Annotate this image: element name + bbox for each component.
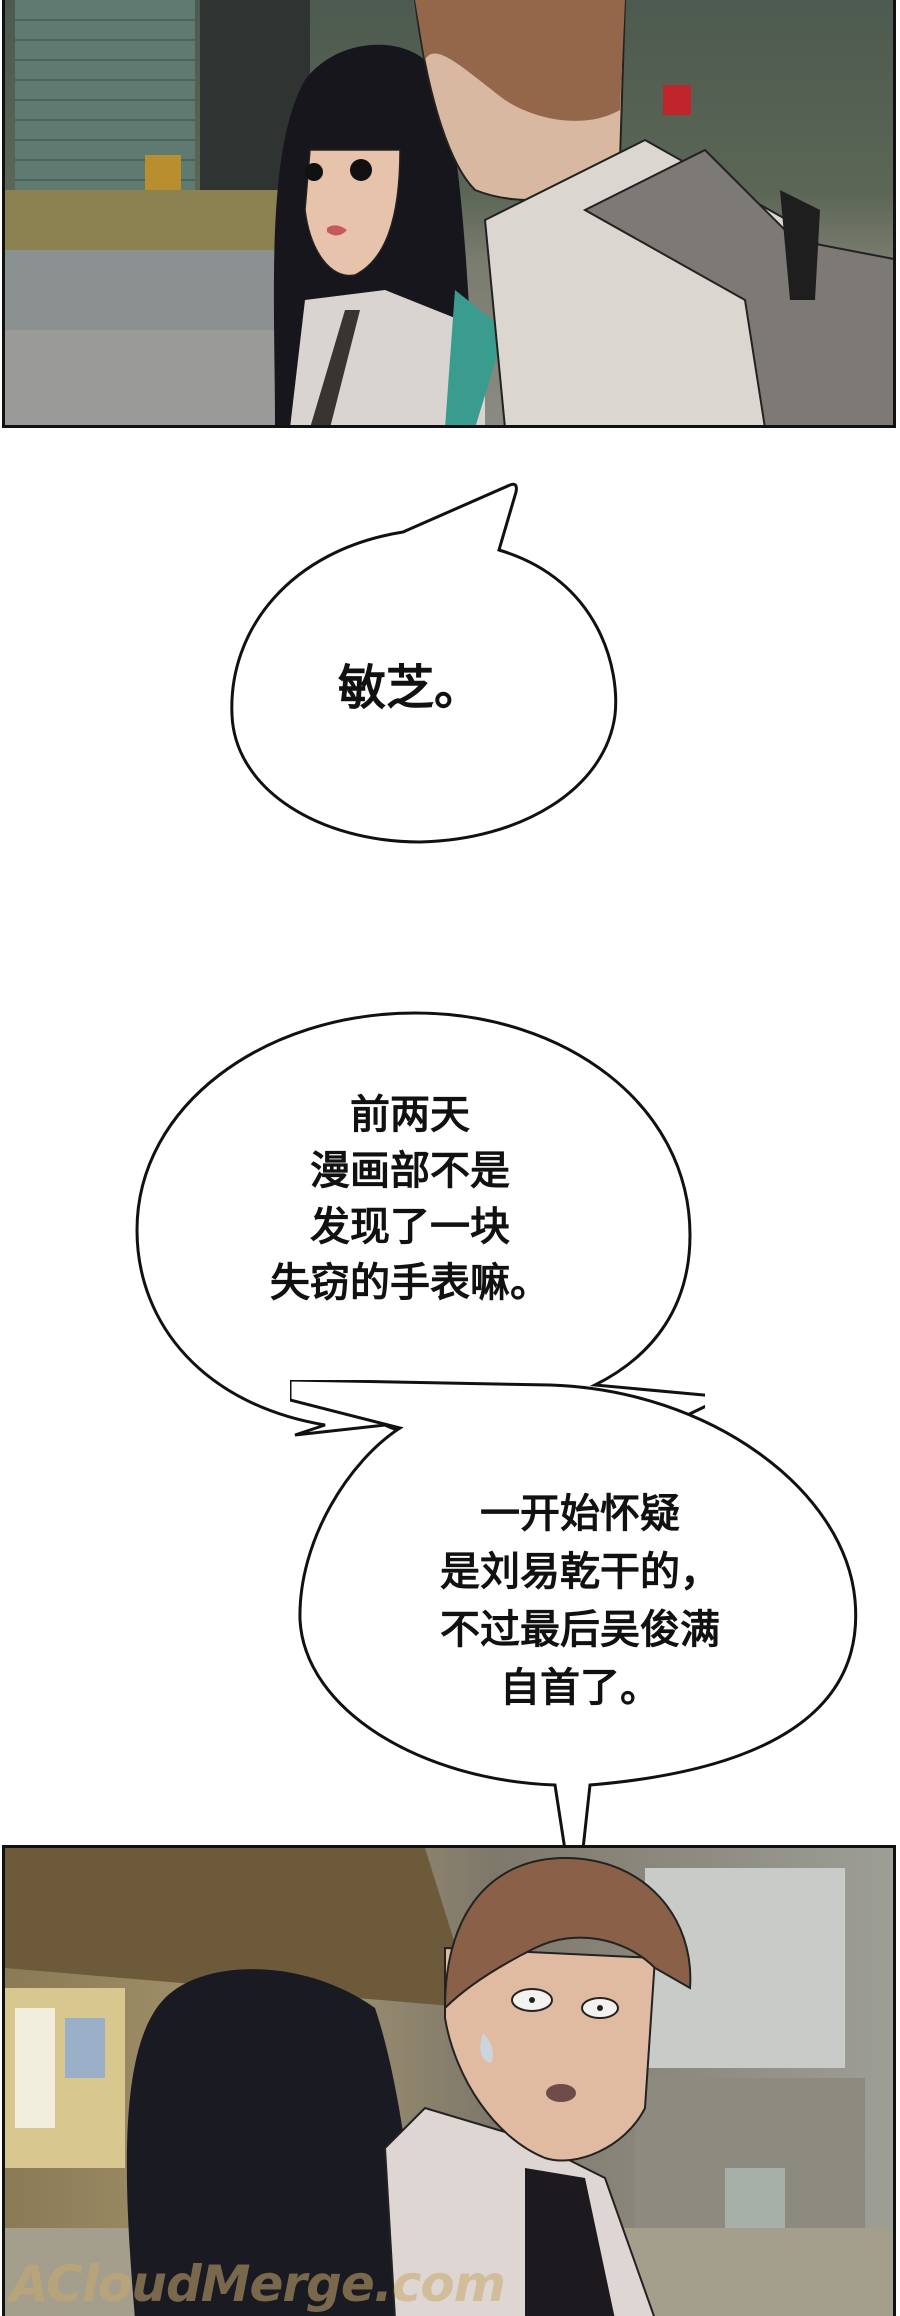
- speech-bubble-2-text: 前两天 漫画部不是 发现了一块 失窃的手表嘛。: [270, 1092, 550, 1306]
- panel-2-illustration: [5, 1848, 893, 2316]
- watermark: ACloudMerge.com: [10, 2255, 506, 2313]
- comic-panel-bottom: [2, 1845, 896, 2316]
- speech-bubble-3: [290, 1380, 858, 1860]
- speech-bubble-1-text: 敏芝。: [337, 660, 482, 716]
- speech-bubble-3-text: 一开始怀疑 是刘易乾干的， 不过最后吴俊满 自首了。: [440, 1491, 720, 1711]
- comic-panel-top: [2, 0, 896, 428]
- speech-bubble-1: [230, 482, 618, 844]
- panel-1-illustration: [5, 0, 893, 425]
